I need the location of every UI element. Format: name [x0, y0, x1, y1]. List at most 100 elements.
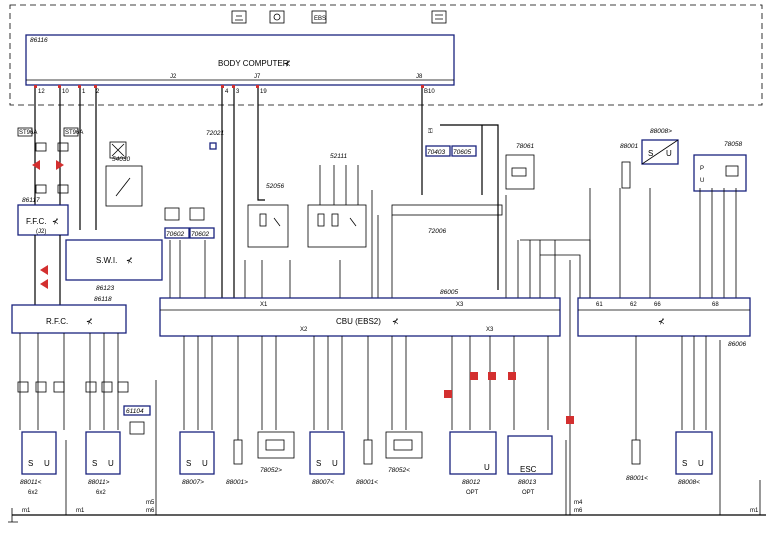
body-computer-box: 86116 BODY COMPUTER ⊀ J2 J7 J8	[25, 34, 455, 86]
svg-text:U: U	[108, 459, 114, 468]
svg-text:70403: 70403	[427, 149, 445, 156]
comp-70602: 70602 70602	[164, 207, 215, 239]
svg-text:61104: 61104	[126, 408, 144, 415]
right-module-box: 61 62 66 68 ⊀ 86006	[577, 297, 751, 348]
svg-text:88007<: 88007<	[312, 479, 334, 486]
comp-78058: 78058 PU	[693, 141, 747, 192]
label-88011-left: 88011<	[20, 479, 42, 486]
body-computer-title: BODY COMPUTER	[218, 59, 289, 68]
svg-text:X3: X3	[486, 327, 494, 333]
svg-text:70602: 70602	[191, 231, 209, 238]
svg-text:J8: J8	[416, 74, 423, 80]
svg-text:⚿: ⚿	[428, 128, 433, 135]
svg-text:88001: 88001	[620, 143, 638, 150]
svg-text:66: 66	[654, 302, 661, 308]
svg-text:S.W.I.: S.W.I.	[96, 256, 117, 265]
svg-text:X2: X2	[300, 327, 308, 333]
svg-text:⊀: ⊀	[86, 317, 93, 326]
cbu-box: X1 X2 X3 CBU (EBS2) ⊀ 86005 X3	[159, 289, 561, 337]
comp-88008-top: 88008> S U	[641, 128, 679, 165]
svg-text:OPT: OPT	[466, 490, 479, 496]
svg-text:54030: 54030	[112, 156, 130, 163]
svg-text:78061: 78061	[516, 143, 534, 150]
svg-text:86006: 86006	[728, 341, 746, 348]
swi-box: S.W.I. ⊀ 86123	[65, 239, 163, 292]
comp-52111: 52111	[307, 153, 367, 248]
comp-52056: 52056	[247, 183, 289, 248]
svg-text:⊀: ⊀	[658, 317, 665, 326]
bottom-labels: 88011< 6x2 88011> 6x2 88007> 88001> 7805…	[20, 467, 700, 496]
svg-text:S: S	[682, 459, 687, 468]
svg-text:R.F.C.: R.F.C.	[46, 317, 68, 326]
svg-text:P: P	[700, 166, 704, 172]
svg-text:U: U	[698, 459, 704, 468]
svg-text:U: U	[700, 178, 704, 184]
svg-text:52111: 52111	[330, 153, 347, 160]
svg-text:88001>: 88001>	[226, 479, 248, 486]
svg-text:S: S	[648, 149, 653, 158]
label-88011-right: 88011>	[88, 479, 110, 486]
svg-text:m1: m1	[22, 508, 31, 514]
svg-text:m5: m5	[146, 500, 155, 506]
rfc-box: 86118 R.F.C. ⊀	[11, 296, 127, 334]
svg-text:70602: 70602	[166, 231, 184, 238]
svg-text:19: 19	[260, 89, 267, 95]
svg-text:m1: m1	[750, 508, 759, 514]
svg-text:OPT: OPT	[522, 490, 535, 496]
svg-text:ST96A: ST96A	[19, 130, 37, 136]
svg-text:88012: 88012	[462, 479, 480, 486]
svg-text:2: 2	[96, 89, 100, 95]
svg-text:62: 62	[630, 302, 637, 308]
svg-text:⊀: ⊀	[126, 256, 133, 265]
svg-text:12: 12	[38, 89, 45, 95]
svg-text:X3: X3	[456, 302, 464, 308]
svg-text:X1: X1	[260, 302, 268, 308]
svg-text:6x2: 6x2	[96, 490, 106, 496]
svg-text:88001<: 88001<	[626, 475, 648, 482]
svg-text:86117: 86117	[22, 197, 40, 204]
svg-text:U: U	[666, 149, 672, 158]
svg-text:86118: 86118	[94, 296, 112, 303]
svg-text:B10: B10	[424, 89, 435, 95]
svg-text:86005: 86005	[440, 289, 458, 296]
svg-text:F.F.C.: F.F.C.	[26, 217, 46, 226]
svg-text:88007>: 88007>	[182, 479, 204, 486]
svg-text:S: S	[316, 459, 321, 468]
svg-text:S: S	[92, 459, 97, 468]
bc-wires	[34, 88, 499, 300]
upper-left-fuses: ST96A ST96A	[17, 127, 83, 194]
ground-rail: m1 m1 m5 m6 m4 m6 m1	[8, 380, 766, 523]
cbu-input-wires	[169, 188, 737, 300]
svg-text:88008>: 88008>	[650, 128, 672, 135]
svg-text:72006: 72006	[428, 228, 446, 235]
comp-72006: 72006 ⚿ 70403 70605	[391, 128, 503, 235]
svg-text:78052>: 78052>	[260, 467, 282, 474]
svg-text:68: 68	[712, 302, 719, 308]
lower-fuses: 61104	[17, 372, 574, 435]
svg-text:72021: 72021	[206, 130, 224, 137]
ffc-box: 86117 F.F.C. ⊀ (J2)	[17, 197, 69, 236]
svg-text:J2: J2	[170, 74, 177, 80]
comp-78061: 78061	[505, 143, 534, 190]
comp-72021: 72021	[206, 130, 224, 150]
svg-text:⊀: ⊀	[52, 217, 59, 226]
svg-text:⊀: ⊀	[392, 317, 399, 326]
svg-text:3: 3	[236, 89, 240, 95]
svg-text:86123: 86123	[96, 285, 114, 292]
svg-text:10: 10	[62, 89, 69, 95]
switch-54030: 54030	[105, 141, 143, 207]
svg-text:(J2): (J2)	[36, 229, 46, 235]
svg-text:U: U	[202, 459, 208, 468]
svg-text:U: U	[484, 463, 490, 472]
comp-88001-top: 88001	[620, 143, 638, 189]
svg-text:70605: 70605	[453, 149, 471, 156]
svg-text:⊀: ⊀	[284, 59, 291, 68]
svg-text:78052<: 78052<	[388, 467, 410, 474]
svg-text:88001<: 88001<	[356, 479, 378, 486]
svg-text:U: U	[332, 459, 338, 468]
svg-text:88013: 88013	[518, 479, 536, 486]
body-computer-code: 86116	[30, 37, 48, 44]
